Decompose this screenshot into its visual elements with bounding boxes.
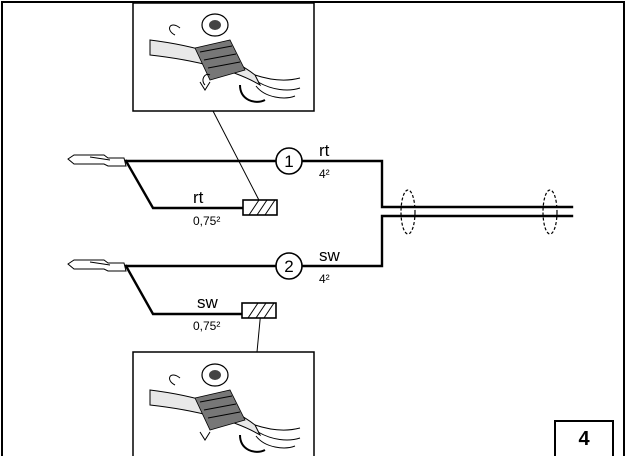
wire-2-number: 2	[284, 257, 293, 276]
branch-1-color-label: rt	[193, 188, 204, 207]
branch-2-wire	[124, 264, 244, 316]
inline-fuse-icon-1	[242, 199, 278, 216]
branch-2-section-label: 0,75²	[193, 319, 220, 333]
inline-fuse-icon-2	[241, 302, 277, 319]
wire-2-number-circle	[275, 252, 303, 280]
wire-2-section-label: 4²	[319, 272, 330, 286]
leader-line-top	[212, 110, 263, 207]
wire-1-number-circle	[275, 147, 303, 175]
tape-wrapping-icon-top	[132, 2, 315, 112]
wire-1-section-label: 4²	[319, 167, 330, 181]
branch-1-wire	[124, 159, 245, 210]
cable-tie-icon-1	[400, 189, 416, 235]
branch-1-section-label: 0,75²	[193, 214, 220, 228]
wire-2-continued	[301, 214, 574, 268]
wire-1-color-label: rt	[319, 141, 330, 160]
branch-2-color-label: sw	[197, 293, 219, 312]
wire-1-number: 1	[284, 152, 293, 171]
cable-tie-icon-2	[542, 189, 558, 235]
wire-1-continued	[301, 159, 574, 209]
wire-2-color-label: sw	[319, 246, 341, 265]
figure-number: 4	[554, 420, 614, 456]
tape-wrapping-icon-bottom	[132, 351, 315, 456]
wire-terminal-icon-1	[67, 154, 127, 167]
wire-terminal-icon-2	[67, 259, 127, 272]
